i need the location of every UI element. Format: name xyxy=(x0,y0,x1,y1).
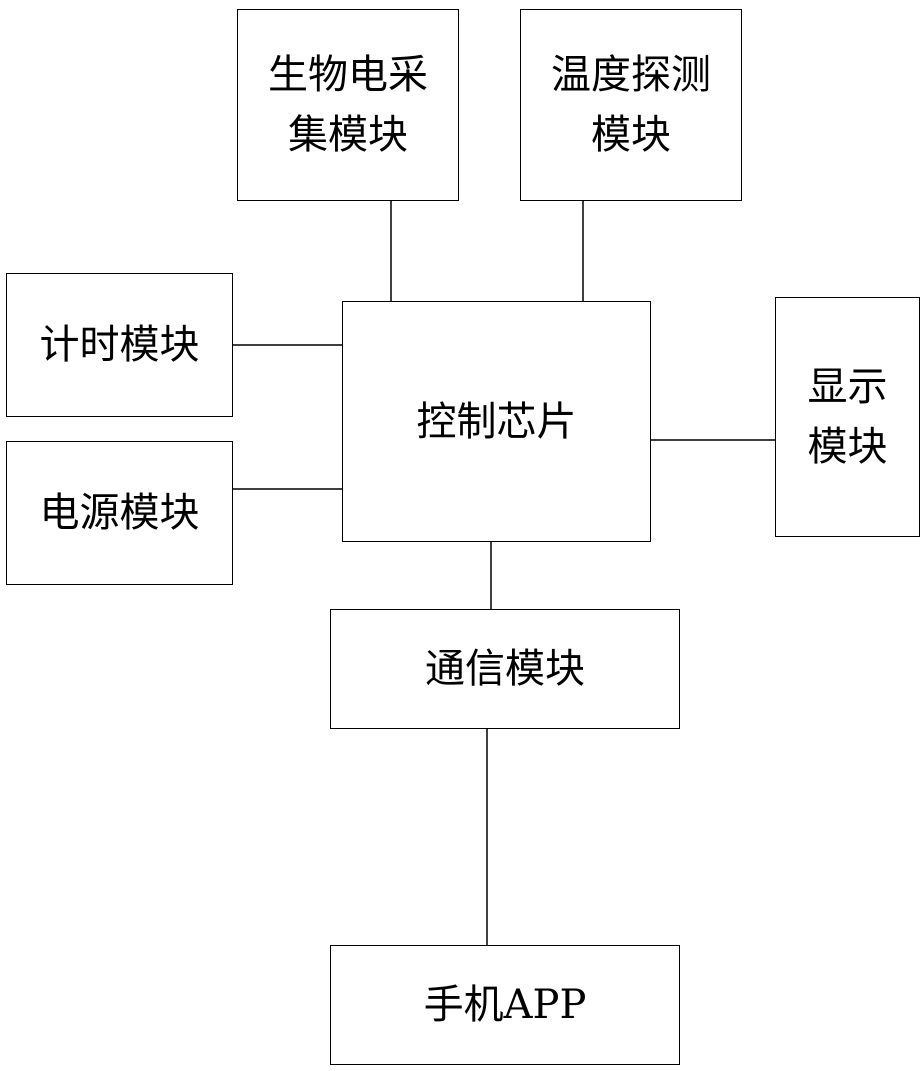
temperature-module-block: 温度探测 模块 xyxy=(520,9,742,201)
temperature-module-label: 温度探测 模块 xyxy=(551,45,711,165)
mobile-app-label: 手机APP xyxy=(424,975,587,1035)
timer-module-block: 计时模块 xyxy=(6,273,233,417)
display-module-label: 显示 模块 xyxy=(808,357,888,477)
power-module-label: 电源模块 xyxy=(40,483,200,543)
communication-module-block: 通信模块 xyxy=(330,609,680,729)
mobile-app-block: 手机APP xyxy=(330,945,680,1065)
bio-signal-module-block: 生物电采 集模块 xyxy=(237,9,459,201)
display-module-block: 显示 模块 xyxy=(775,297,920,537)
control-chip-block: 控制芯片 xyxy=(342,301,651,542)
timer-module-label: 计时模块 xyxy=(40,315,200,375)
control-chip-label: 控制芯片 xyxy=(417,392,577,452)
communication-module-label: 通信模块 xyxy=(425,639,585,699)
bio-signal-module-label: 生物电采 集模块 xyxy=(268,45,428,165)
power-module-block: 电源模块 xyxy=(6,441,233,585)
